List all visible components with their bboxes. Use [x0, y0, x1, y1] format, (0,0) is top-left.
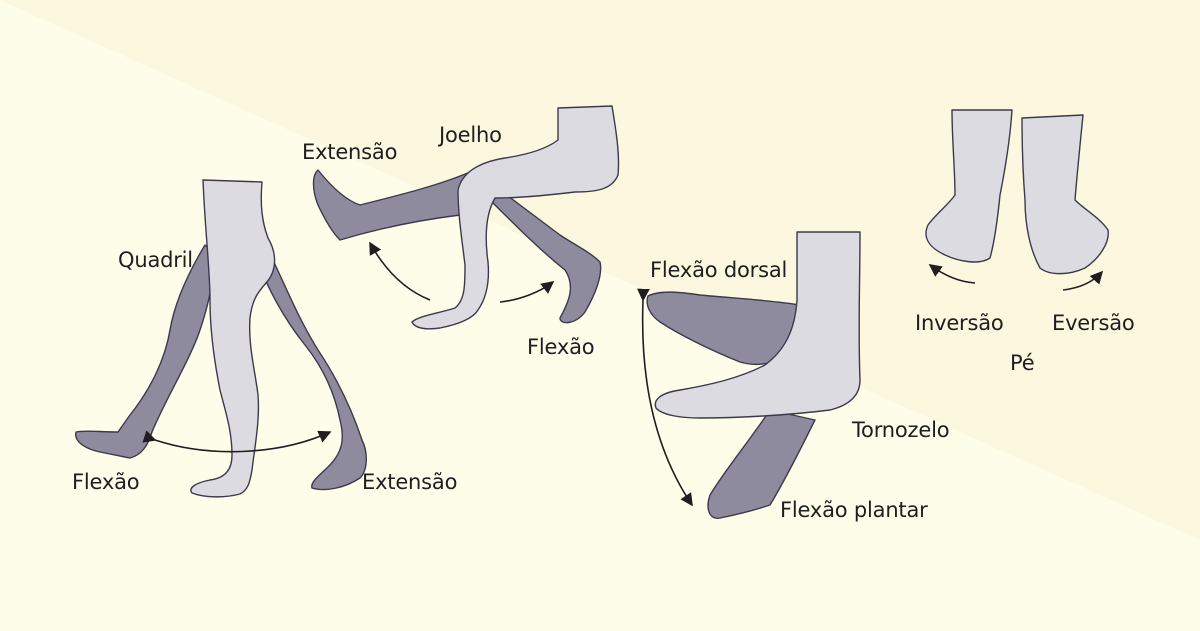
label-knee-flexion: Flexão [527, 335, 595, 359]
knee-legs-figure [312, 105, 620, 330]
knee-extension-arrow [369, 241, 431, 301]
hip-leg-standing [190, 179, 276, 498]
label-ankle-dorsiflexion: Flexão dorsal [650, 258, 788, 282]
knee-leg-extended [312, 169, 471, 241]
hip-motion-arrow [142, 430, 332, 453]
hip-leg-forward [75, 244, 214, 459]
knee-flexion-arrow [499, 281, 555, 303]
label-hip-flexion: Flexão [72, 470, 140, 494]
label-foot-inversion: Inversão [915, 311, 1004, 335]
foot-inversion-left [925, 109, 1013, 263]
knee-leg-flexed [489, 189, 602, 324]
foot-eversion-right [1021, 114, 1109, 275]
label-ankle: Tornozelo [852, 418, 950, 442]
label-hip: Quadril [118, 248, 193, 272]
label-foot-eversion: Eversão [1052, 311, 1135, 335]
knee-leg-standing [411, 105, 620, 330]
label-knee: Joelho [439, 123, 502, 147]
ankle-foot-plantarflexed [707, 409, 816, 519]
feet-front-figure [925, 109, 1109, 275]
foot-inversion-arrow [928, 264, 976, 284]
ankle-motion-arrow [637, 288, 693, 507]
label-foot: Pé [1010, 351, 1035, 375]
label-knee-extension: Extensão [302, 140, 398, 164]
hip-legs-figure [75, 179, 367, 498]
label-ankle-plantarflexion: Flexão plantar [780, 498, 928, 522]
label-hip-extension: Extensão [362, 470, 458, 494]
hip-leg-back [254, 254, 367, 491]
foot-eversion-arrow [1062, 270, 1104, 291]
